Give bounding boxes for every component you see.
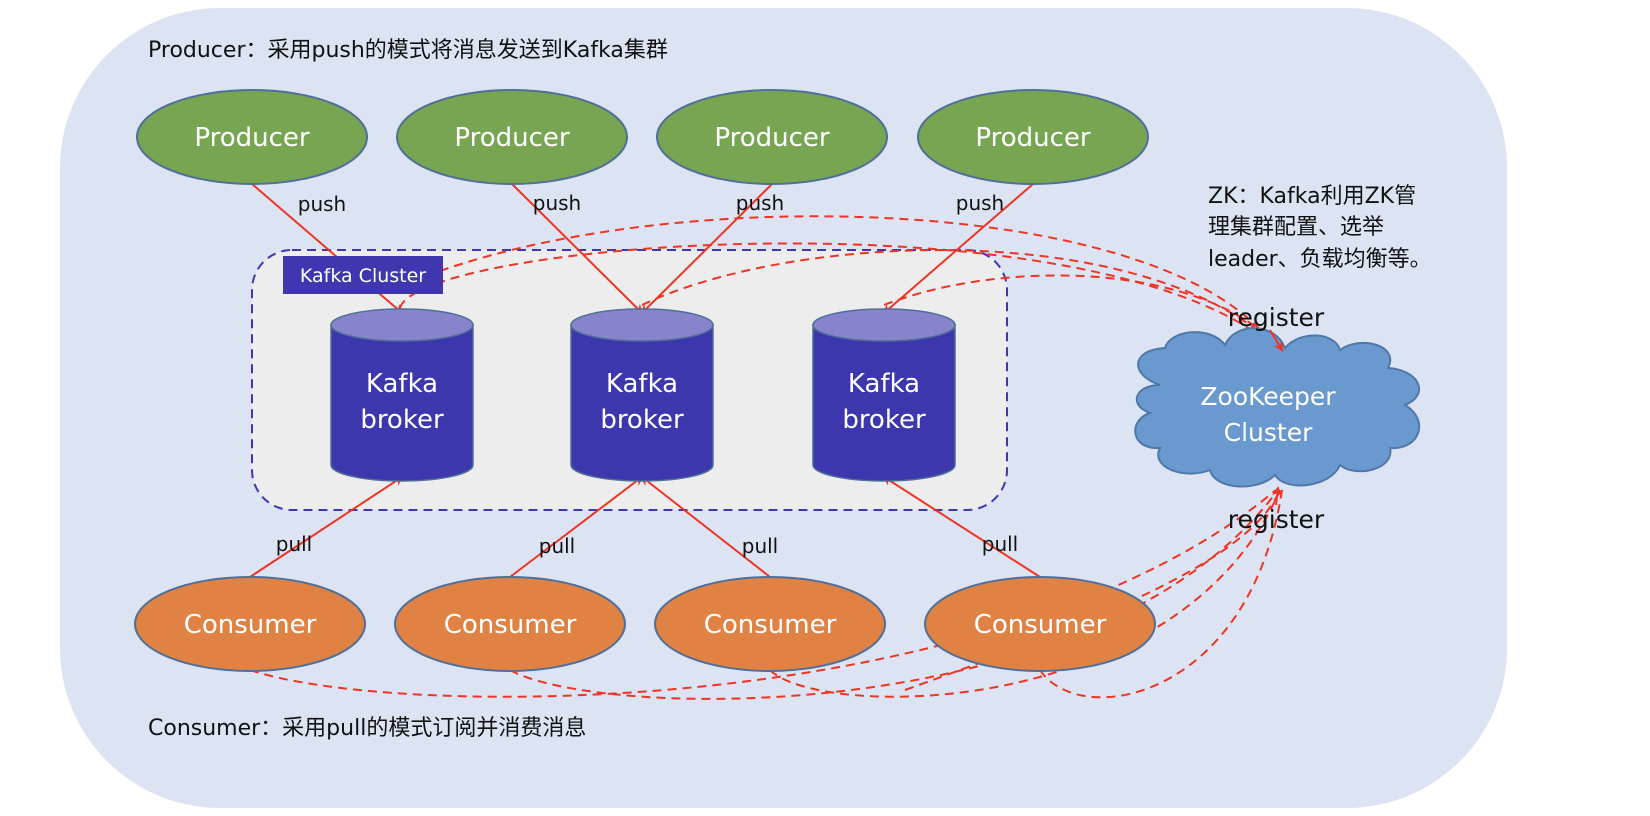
producer-node[interactable]: Producer — [396, 89, 628, 185]
producer-node[interactable]: Producer — [656, 89, 888, 185]
push-label: push — [956, 191, 1004, 215]
register-arrow-top — [1269, 329, 1284, 352]
consumer-ellipse — [394, 576, 626, 672]
register-label-bottom: register — [1228, 505, 1325, 534]
register-line-broker-3 — [883, 274, 1283, 351]
kafka-broker[interactable]: Kafka broker — [570, 308, 714, 482]
producer-ellipse — [917, 89, 1149, 185]
pull-arrow — [509, 475, 644, 578]
pull-arrow — [882, 475, 1041, 578]
zk-note: ZK：Kafka利用ZK管 理集群配置、选举 leader、负载均衡等。 — [1208, 184, 1432, 272]
consumer-label: Consumer — [444, 610, 577, 640]
consumer-label: Consumer — [974, 610, 1107, 640]
register-line-consumer-4 — [1039, 489, 1283, 699]
register-connections — [249, 215, 1283, 700]
broker-label-line2: broker — [360, 405, 444, 435]
consumer-note: Consumer：采用pull的模式订阅并消费消息 — [148, 716, 586, 741]
broker-cylinder-body — [330, 324, 474, 482]
broker-label-line2: broker — [842, 405, 926, 435]
producer-ellipse — [656, 89, 888, 185]
consumer-ellipse — [654, 576, 886, 672]
consumer-node[interactable]: Consumer — [654, 576, 886, 672]
register-line-consumer-2 — [509, 489, 1279, 700]
broker-label-line1: Kafka — [366, 369, 438, 399]
consumer-label: Consumer — [184, 610, 317, 640]
zookeeper-cloud-icon — [1134, 327, 1421, 488]
register-label-top: register — [1228, 303, 1325, 332]
consumer-ellipse — [134, 576, 366, 672]
zookeeper-cluster[interactable]: ZooKeeper Cluster — [1134, 327, 1421, 488]
producer-ellipse — [396, 89, 628, 185]
kafka-cluster-label: Kafka Cluster — [300, 265, 426, 287]
consumer-label: Consumer — [704, 610, 837, 640]
producer-node[interactable]: Producer — [136, 89, 368, 185]
register-line-consumer-1 — [249, 489, 1277, 698]
broker-cylinder-body — [570, 324, 714, 482]
producer-label: Producer — [194, 123, 310, 153]
zk-note-line: ZK：Kafka利用ZK管 — [1208, 184, 1416, 209]
zk-note-line: leader、负载均衡等。 — [1208, 247, 1432, 272]
producer-node[interactable]: Producer — [917, 89, 1149, 185]
pull-arrow — [249, 475, 404, 578]
producer-label: Producer — [454, 123, 570, 153]
edge-labels: push push push push pull pull pull pull — [276, 191, 1018, 558]
broker-cylinder-top — [330, 308, 474, 342]
consumer-node[interactable]: Consumer — [134, 576, 366, 672]
broker-label-line1: Kafka — [606, 369, 678, 399]
broker-label-line2: broker — [600, 405, 684, 435]
producer-note: Producer：采用push的模式将消息发送到Kafka集群 — [148, 38, 668, 63]
broker-cylinder-top — [812, 308, 956, 342]
producer-label: Producer — [975, 123, 1091, 153]
register-arrow-bottom — [1272, 486, 1283, 506]
register-line-broker-1 — [399, 242, 1279, 351]
push-arrow — [882, 183, 1034, 315]
broker-cylinder-body — [812, 324, 956, 482]
brokers: Kafka broker Kafka broker Kafka broker — [330, 308, 956, 482]
zookeeper-label-line1: ZooKeeper — [1200, 382, 1336, 411]
kafka-cluster-label-box — [283, 256, 443, 294]
kafka-broker[interactable]: Kafka broker — [330, 308, 474, 482]
push-label: push — [533, 191, 581, 215]
pull-arrow — [640, 475, 771, 578]
pull-label: pull — [539, 534, 575, 558]
push-arrow — [511, 183, 644, 315]
zookeeper-label-line2: Cluster — [1224, 418, 1313, 447]
producer-label: Producer — [714, 123, 830, 153]
pull-label: pull — [276, 532, 312, 556]
register-line-cluster-label — [439, 215, 1277, 351]
push-label: push — [736, 191, 784, 215]
pull-label: pull — [982, 532, 1018, 556]
producer-ellipse — [136, 89, 368, 185]
register-line-consumer-3 — [769, 489, 1281, 698]
consumer-ellipse — [924, 576, 1156, 672]
push-arrow — [640, 183, 773, 315]
zk-note-line: 理集群配置、选举 — [1208, 215, 1384, 240]
pull-label: pull — [742, 534, 778, 558]
broker-label-line1: Kafka — [848, 369, 920, 399]
consumer-node[interactable]: Consumer — [394, 576, 626, 672]
push-label: push — [298, 192, 346, 216]
kafka-broker[interactable]: Kafka broker — [812, 308, 956, 482]
register-line-broker-2 — [641, 249, 1281, 351]
consumer-node[interactable]: Consumer — [924, 576, 1156, 672]
producers: Producer Producer Producer Producer — [136, 89, 1149, 185]
broker-cylinder-top — [570, 308, 714, 342]
consumers: Consumer Consumer Consumer Consumer — [134, 576, 1156, 672]
